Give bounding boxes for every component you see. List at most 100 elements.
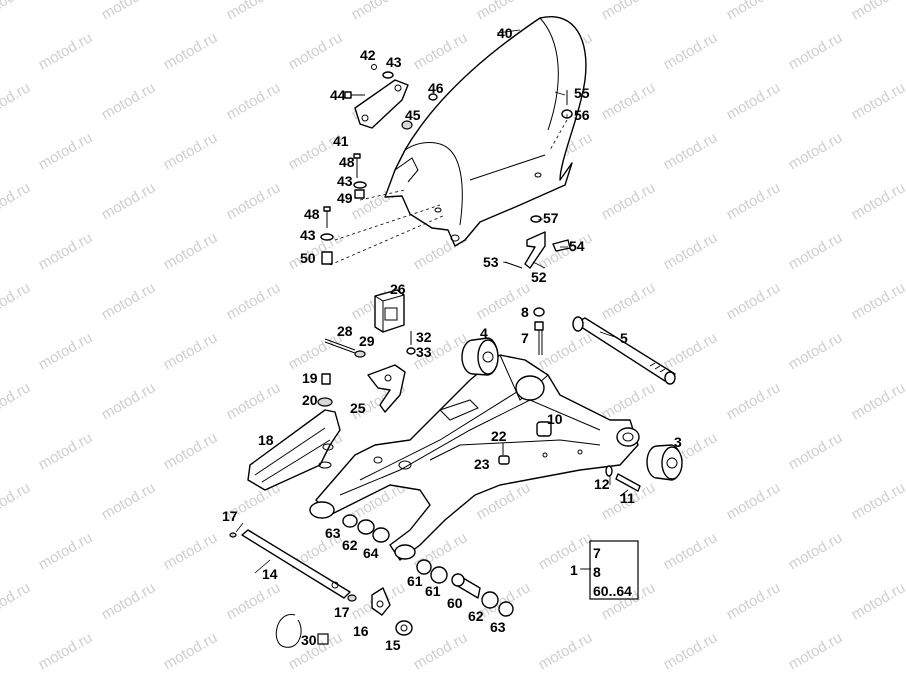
label-40: 40 [497, 25, 513, 41]
label-63: 63 [490, 619, 506, 635]
watermark-text: motod.ru [99, 79, 159, 123]
watermark-text: motod.ru [36, 629, 96, 673]
watermark-text: motod.ru [99, 379, 159, 423]
watermark-text: motod.ru [786, 529, 846, 573]
watermark-text: motod.ru [0, 179, 33, 223]
label-48: 48 [339, 154, 355, 170]
watermark-text: motod.ru [724, 179, 784, 223]
watermark-text: motod.ru [849, 479, 906, 523]
eccentric-3 [646, 444, 683, 481]
watermark-text: motod.ru [786, 129, 846, 173]
chain-slider [247, 409, 341, 491]
watermark-text: motod.ru [411, 629, 471, 673]
watermark-text: motod.ru [849, 579, 906, 623]
label-53: 53 [483, 254, 499, 270]
watermark-text: motod.ru [99, 279, 159, 323]
watermark-text: motod.ru [286, 29, 346, 73]
watermark-text: motod.ru [661, 629, 721, 673]
watermark-text: motod.ru [786, 429, 846, 473]
parts-22-23 [498, 443, 510, 465]
watermark-text: motod.ru [599, 79, 659, 123]
label-16: 16 [353, 623, 369, 639]
watermark-text: motod.ru [786, 329, 846, 373]
watermark-text: motod.ru [411, 29, 471, 73]
label-18: 18 [258, 432, 274, 448]
watermark-text: motod.ru [224, 0, 284, 23]
watermark-text: motod.ru [161, 29, 221, 73]
watermark-text: motod.ru [99, 479, 159, 523]
label-50: 50 [300, 250, 316, 266]
chain-guide-bracket [367, 364, 406, 413]
chain-adjuster [371, 587, 391, 616]
label-15: 15 [385, 637, 401, 653]
kit-item-1: 7 [593, 545, 601, 561]
bolt-11-washer-12 [605, 465, 641, 492]
kit-box: 1 7 8 60..64 [570, 540, 639, 600]
watermark-text: motod.ru [724, 379, 784, 423]
watermark-text: motod.ru [599, 0, 659, 23]
kit-item-3: 60..64 [593, 583, 632, 599]
watermark-text: motod.ru [36, 329, 96, 373]
watermark-text: motod.ru [786, 29, 846, 73]
label-25: 25 [350, 400, 366, 416]
watermark-text: motod.ru [0, 0, 33, 23]
label-22: 22 [491, 428, 507, 444]
label-14: 14 [262, 566, 278, 582]
watermark-text: motod.ru [0, 579, 33, 623]
label-20: 20 [302, 392, 318, 408]
watermark-text: motod.ru [599, 179, 659, 223]
watermark-text: motod.ru [724, 579, 784, 623]
label-29: 29 [359, 333, 375, 349]
watermark-text: motod.ru [724, 279, 784, 323]
label-41: 41 [333, 133, 349, 149]
watermark-text: motod.ru [161, 429, 221, 473]
label-61: 61 [425, 583, 441, 599]
label-61: 61 [407, 573, 423, 589]
label-30: 30 [301, 632, 317, 648]
fender-dash-lines [329, 119, 568, 266]
watermark-text: motod.ru [36, 29, 96, 73]
watermark-text: motod.ru [724, 79, 784, 123]
watermark-text: motod.ru [661, 329, 721, 373]
label-62: 62 [468, 608, 484, 624]
watermark-text: motod.ru [161, 129, 221, 173]
label-33: 33 [416, 344, 432, 360]
label-3: 3 [674, 434, 682, 450]
label-49: 49 [337, 190, 353, 206]
label-64: 64 [363, 545, 379, 561]
circlip [275, 614, 302, 648]
watermark-text: motod.ru [161, 629, 221, 673]
label-54: 54 [569, 238, 585, 254]
fender-bracket [354, 79, 409, 129]
watermark-text: motod.ru [161, 329, 221, 373]
watermark-text: motod.ru [849, 379, 906, 423]
label-52: 52 [531, 269, 547, 285]
watermark-text: motod.ru [786, 229, 846, 273]
watermark-text: motod.ru [849, 279, 906, 323]
part-10 [536, 421, 552, 437]
label-26: 26 [390, 281, 406, 297]
bolt-19-washer-20 [317, 373, 333, 407]
label-4: 4 [480, 325, 488, 341]
label-55: 55 [574, 85, 590, 101]
bearing-set-left [342, 514, 390, 543]
label-45: 45 [405, 107, 421, 123]
watermark-text: motod.ru [536, 629, 596, 673]
watermark-text: motod.ru [849, 0, 906, 23]
label-28: 28 [337, 323, 353, 339]
watermark-text: motod.ru [474, 0, 534, 23]
watermark-text: motod.ru [99, 579, 159, 623]
watermark-text: motod.ru [849, 179, 906, 223]
label-17: 17 [334, 604, 350, 620]
watermark-text: motod.ru [0, 279, 33, 323]
watermark-text: motod.ru [661, 529, 721, 573]
bolt-32-33 [406, 331, 416, 355]
label-60: 60 [447, 595, 463, 611]
watermark-text: motod.ru [36, 129, 96, 173]
label-44: 44 [330, 87, 346, 103]
leader-lines [235, 29, 629, 574]
watermark-text: motod.ru [224, 179, 284, 223]
rear-axle [229, 529, 357, 602]
rubber-block [374, 289, 405, 333]
